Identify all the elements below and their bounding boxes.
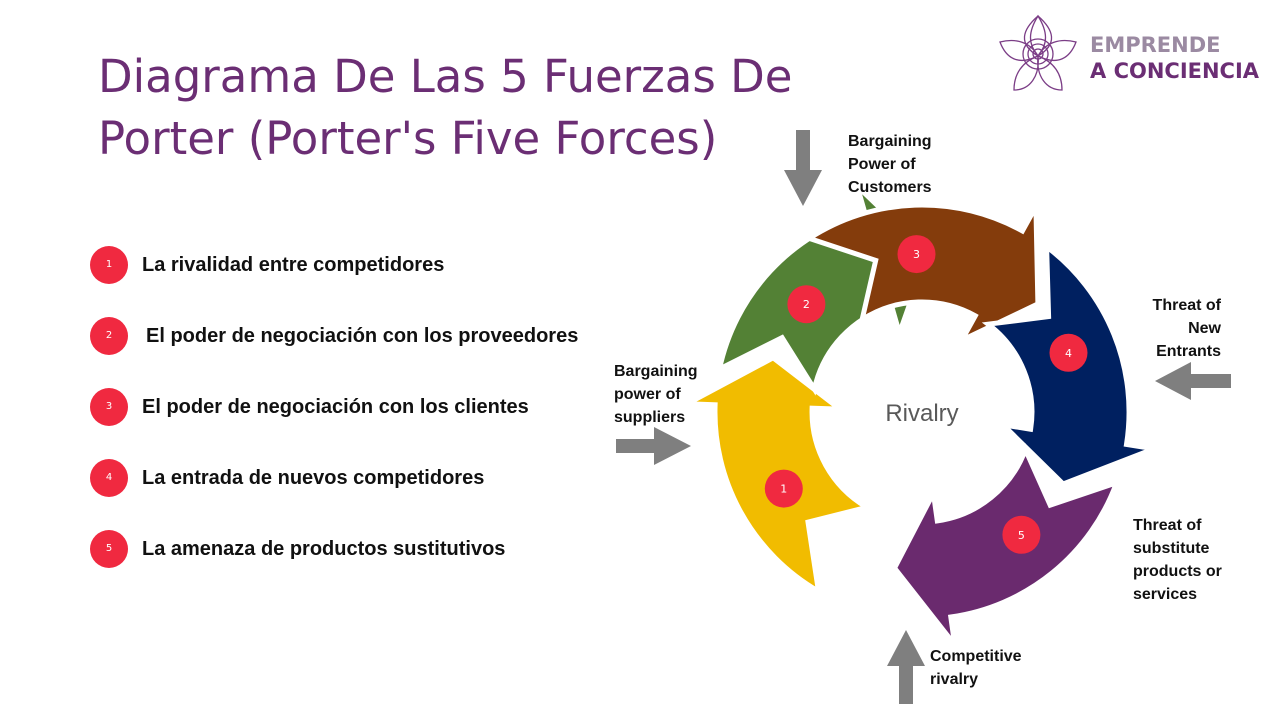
- label-line: Entrants: [1156, 343, 1221, 360]
- page-title: Diagrama De Las 5 Fuerzas De Porter (Por…: [98, 46, 858, 170]
- suppliers-arrow-icon: [616, 427, 691, 465]
- title-line-2: Porter (Porter's Five Forces): [98, 112, 718, 165]
- entrants-arrow-icon: [1155, 362, 1231, 400]
- logo-line-1: EMPRENDE: [1090, 33, 1221, 57]
- label-line: Customers: [848, 179, 932, 196]
- label-line: Threat of: [1133, 517, 1202, 534]
- label-line: rivalry: [930, 671, 979, 688]
- number-badge: 5: [90, 530, 128, 568]
- number-badge: 4: [90, 459, 128, 497]
- lotus-logo-icon: [999, 14, 1077, 91]
- segment-badge-number: 1: [780, 483, 787, 496]
- cycle-arrow-segment-5: [891, 442, 1121, 654]
- brand-logo: EMPRENDE A CONCIENCIA: [996, 12, 1276, 96]
- segment-badge-1: [764, 469, 803, 508]
- label-bargaining-power-customers: Bargaining Power of Customers: [848, 130, 932, 199]
- cycle-arrow-segment-3: [803, 197, 1041, 346]
- segment-badge-5: [1002, 515, 1041, 554]
- logo-line-2: A CONCIENCIA: [1090, 59, 1260, 83]
- center-label-rivalry: Rivalry: [885, 400, 958, 427]
- label-line: power of: [614, 386, 681, 403]
- number-badge: 3: [90, 388, 128, 426]
- list-item-text: El poder de negociación con los proveedo…: [146, 325, 579, 347]
- list-item-text: La amenaza de productos sustitutivos: [142, 538, 506, 560]
- customers-arrow-icon: [784, 130, 822, 206]
- rivalry-arrow-icon: [887, 630, 925, 704]
- segment-badge-2: [787, 285, 826, 324]
- segment-badge-4: [1049, 333, 1088, 372]
- logo-text: EMPRENDE A CONCIENCIA: [1090, 32, 1259, 84]
- label-line: Competitive: [930, 648, 1022, 665]
- label-line: suppliers: [614, 409, 686, 426]
- label-competitive-rivalry: Competitive rivalry: [930, 645, 1022, 691]
- label-threat-new-entrants: Threat of New Entrants: [1153, 294, 1221, 363]
- label-line: Bargaining: [614, 363, 698, 380]
- label-line: Bargaining: [848, 133, 932, 150]
- number-badge: 2: [90, 317, 128, 355]
- label-line: products or: [1133, 563, 1222, 580]
- label-line: Threat of: [1152, 297, 1221, 314]
- title-line-1: Diagrama De Las 5 Fuerzas De: [98, 50, 793, 103]
- segment-badge-number: 3: [913, 248, 920, 261]
- label-line: Power of: [848, 156, 916, 173]
- label-line: services: [1133, 586, 1198, 603]
- number-badge: 1: [90, 246, 128, 284]
- segment-badge-number: 5: [1018, 529, 1025, 542]
- list-item-text: La entrada de nuevos competidores: [142, 467, 485, 489]
- segment-badge-3: [897, 235, 936, 274]
- label-line: substitute: [1133, 540, 1210, 557]
- label-bargaining-power-suppliers: Bargaining power of suppliers: [614, 360, 698, 429]
- segment-badge-number: 4: [1065, 347, 1072, 360]
- list-item-text: La rivalidad entre competidores: [142, 254, 445, 276]
- segment-badge-number: 2: [803, 298, 810, 311]
- label-threat-substitutes: Threat of substitute products or service…: [1133, 514, 1222, 606]
- label-line: New: [1188, 320, 1221, 337]
- list-item-text: El poder de negociación con los clientes: [142, 396, 529, 418]
